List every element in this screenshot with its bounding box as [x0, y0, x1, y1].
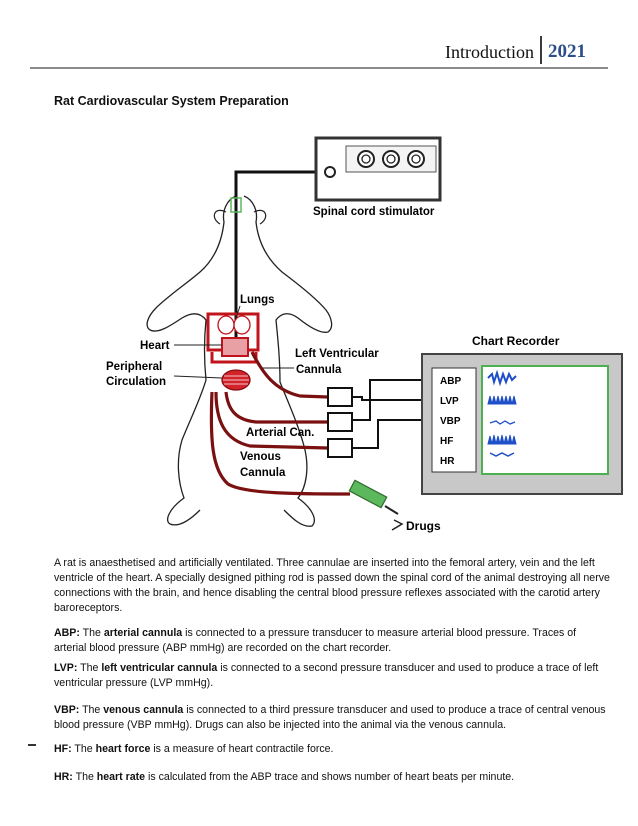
venous-label-1: Venous — [240, 451, 281, 463]
lvp-term: left ventricular cannula — [101, 662, 218, 674]
channel-lvp: LVP — [440, 396, 459, 407]
transducer-1 — [327, 387, 353, 407]
recorder-labels — [431, 367, 477, 473]
syringe-barrel — [348, 479, 388, 509]
hf-text-a: The — [71, 743, 96, 755]
lung-right — [233, 315, 251, 335]
lvp-key: LVP: — [54, 662, 78, 674]
hf-text-c: is a measure of heart contractile force. — [150, 743, 334, 755]
recorder-screen — [481, 365, 609, 475]
stimulator-label: Spinal cord stimulator — [313, 206, 435, 218]
abp-paragraph: ABP: The arterial cannula is connected t… — [54, 626, 610, 656]
transducer-2 — [327, 412, 353, 432]
channel-abp: ABP — [440, 376, 461, 387]
header-year: 2021 — [548, 41, 586, 62]
vbp-key: VBP: — [54, 704, 80, 716]
margin-dash — [28, 744, 36, 746]
abp-text-c: is connected to a pressure transducer to… — [54, 627, 577, 654]
drug-line — [209, 391, 351, 496]
drugs-label: Drugs — [406, 519, 441, 533]
lvp-text-c: is connected to a second pressure transd… — [54, 662, 599, 689]
trace-abp — [487, 369, 517, 387]
rat-ear-left — [213, 209, 227, 225]
vbp-term: venous cannula — [103, 704, 184, 716]
stimulator-knob-2 — [382, 150, 400, 168]
hf-key: HF: — [54, 743, 72, 755]
stimulator-knob-2-inner — [386, 154, 396, 164]
neck-clip — [230, 197, 242, 213]
abp-text-a: The — [79, 627, 104, 639]
vbp-text-c: is connected to a third pressure transdu… — [54, 704, 606, 731]
vbp-text-a: The — [79, 704, 104, 716]
wire-vbp — [352, 419, 430, 449]
stimulator-knob-1-inner — [361, 154, 371, 164]
header-title: Introduction — [445, 42, 534, 62]
intro-paragraph: A rat is anaesthetised and artificially … — [54, 557, 610, 614]
stimulator-jack — [324, 166, 336, 178]
lv-cannula-line — [250, 351, 329, 399]
stimulator-knob-3 — [407, 150, 425, 168]
venous-cannula-line — [214, 391, 329, 450]
lungs-label: Lungs — [240, 294, 275, 306]
recorder-title: Chart Recorder — [472, 334, 560, 348]
trace-vbp — [489, 420, 516, 425]
lvp-text-a: The — [77, 662, 102, 674]
drugs-arrow — [391, 519, 404, 531]
stimulator-wire — [234, 170, 330, 340]
peripheral-leader — [173, 375, 223, 379]
header-separator — [540, 36, 542, 64]
header-rule — [30, 67, 608, 69]
trace-lvp — [487, 395, 517, 405]
vbp-paragraph: VBP: The venous cannula is connected to … — [54, 703, 610, 733]
arterial-label: Arterial Can. — [246, 427, 314, 439]
rat-ear-right — [253, 209, 267, 225]
hf-term: heart force — [95, 743, 151, 755]
page-header: Introduction 2021 — [30, 30, 608, 70]
rat-outline — [146, 195, 333, 527]
transducer-3 — [327, 438, 353, 458]
trace-hr — [489, 452, 515, 457]
channel-hr: HR — [440, 456, 455, 467]
channel-hf: HF — [440, 436, 453, 447]
abp-key: ABP: — [54, 627, 80, 639]
peripheral-label-2: Circulation — [106, 376, 166, 388]
lv-label-1: Left Ventricular — [295, 348, 379, 360]
hr-paragraph: HR: The heart rate is calculated from th… — [54, 770, 610, 785]
heart-box — [221, 337, 249, 357]
section-title: Rat Cardiovascular System Preparation — [54, 94, 289, 108]
hr-text-a: The — [72, 771, 97, 783]
channel-vbp: VBP — [440, 416, 461, 427]
wire-lvp — [352, 396, 430, 401]
trace-hf — [487, 434, 517, 445]
stimulator-knob-1 — [357, 150, 375, 168]
lv-label-2: Cannula — [296, 364, 342, 376]
hr-text-c: is calculated from the ABP trace and sho… — [145, 771, 515, 783]
hf-paragraph: HF: The heart force is a measure of hear… — [54, 742, 610, 757]
peripheral-label-1: Peripheral — [106, 361, 162, 373]
lungs-leader — [235, 305, 241, 319]
lvp-paragraph: LVP: The left ventricular cannula is con… — [54, 661, 610, 691]
venous-label-2: Cannula — [240, 467, 286, 479]
arterial-cannula-line — [224, 391, 328, 424]
hr-key: HR: — [54, 771, 73, 783]
syringe-plunger — [384, 505, 399, 515]
abp-term: arterial cannula — [103, 627, 183, 639]
hr-term: heart rate — [96, 771, 146, 783]
stimulator-knob-3-inner — [411, 154, 421, 164]
lung-left — [217, 315, 235, 335]
heart-label: Heart — [140, 340, 170, 352]
